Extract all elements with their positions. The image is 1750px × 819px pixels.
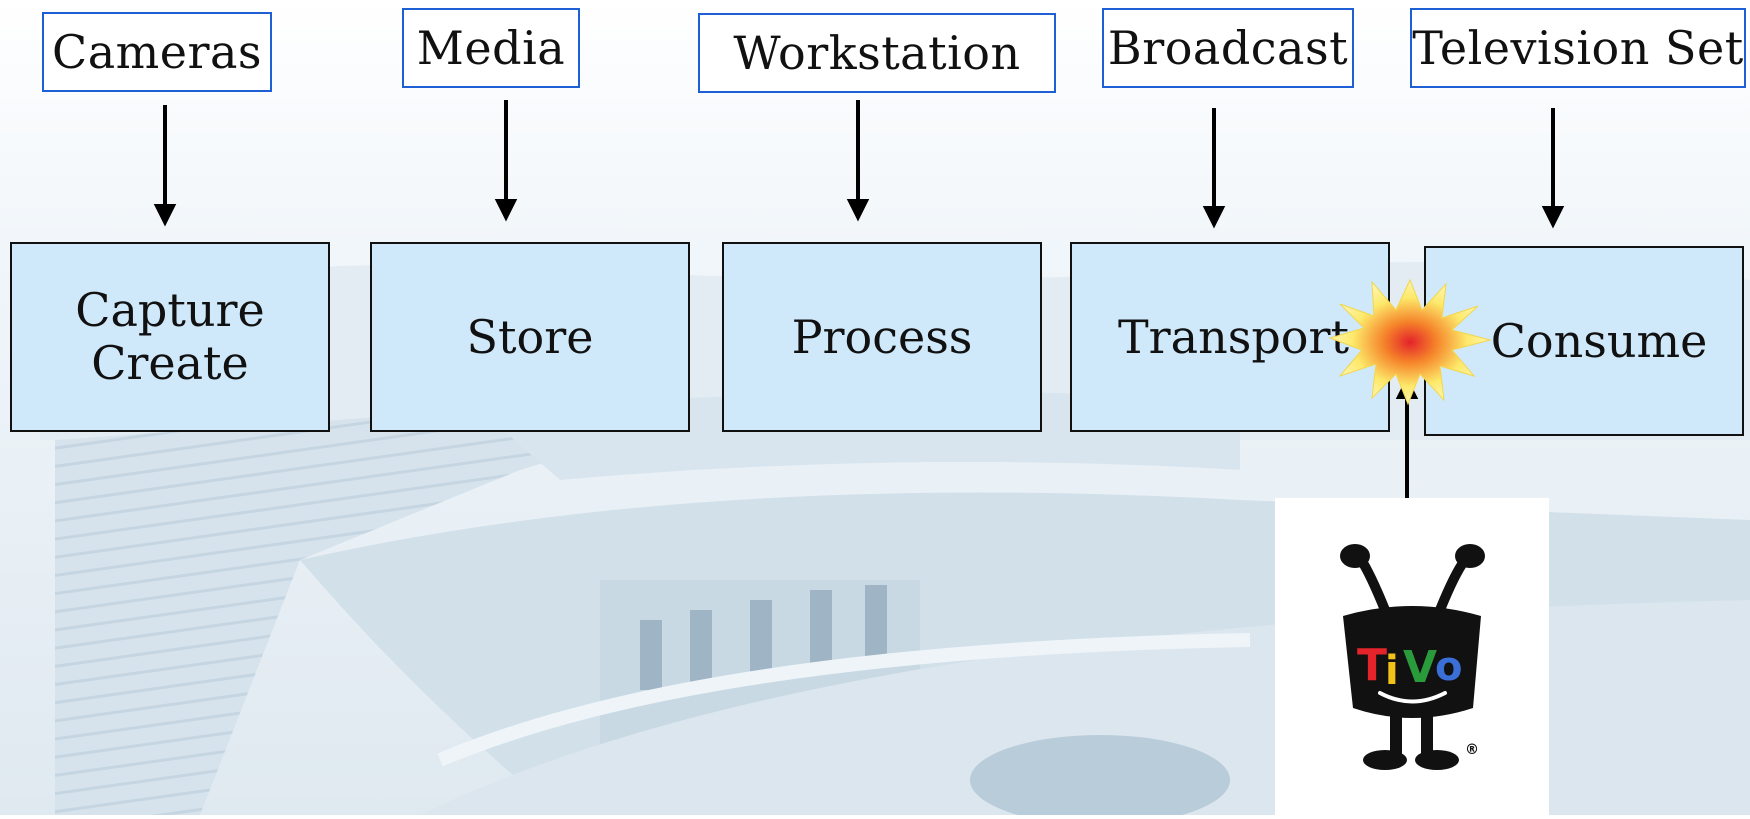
svg-text:o: o bbox=[1435, 644, 1462, 690]
label-workstation: Workstation bbox=[698, 13, 1056, 93]
stage-consume-label: Consume bbox=[1490, 313, 1708, 368]
stage-store-label: Store bbox=[466, 309, 594, 364]
stage-capture-line-2: Create bbox=[91, 336, 249, 390]
label-broadcast: Broadcast bbox=[1102, 8, 1354, 88]
svg-text:V: V bbox=[1403, 642, 1437, 693]
label-cameras: Cameras bbox=[42, 12, 272, 92]
stage-capture-create: Capture Create bbox=[10, 242, 330, 432]
label-media: Media bbox=[402, 8, 580, 88]
label-television-set: Television Set bbox=[1410, 8, 1746, 88]
stage-process-label: Process bbox=[791, 309, 973, 364]
stage-process: Process bbox=[722, 242, 1042, 432]
tivo-logo-icon: T i V o bbox=[1340, 544, 1485, 770]
stage-store: Store bbox=[370, 242, 690, 432]
tivo-logo-card: T i V o bbox=[1275, 498, 1549, 815]
svg-text:i: i bbox=[1385, 648, 1399, 694]
stage-capture-line-1: Capture bbox=[75, 283, 265, 338]
stage-consume: Consume bbox=[1424, 246, 1744, 436]
stage-transport: Transport bbox=[1070, 242, 1390, 432]
registered-mark: ® bbox=[1465, 742, 1479, 758]
stage-transport-label: Transport bbox=[1118, 309, 1349, 364]
svg-text:T: T bbox=[1357, 640, 1387, 691]
